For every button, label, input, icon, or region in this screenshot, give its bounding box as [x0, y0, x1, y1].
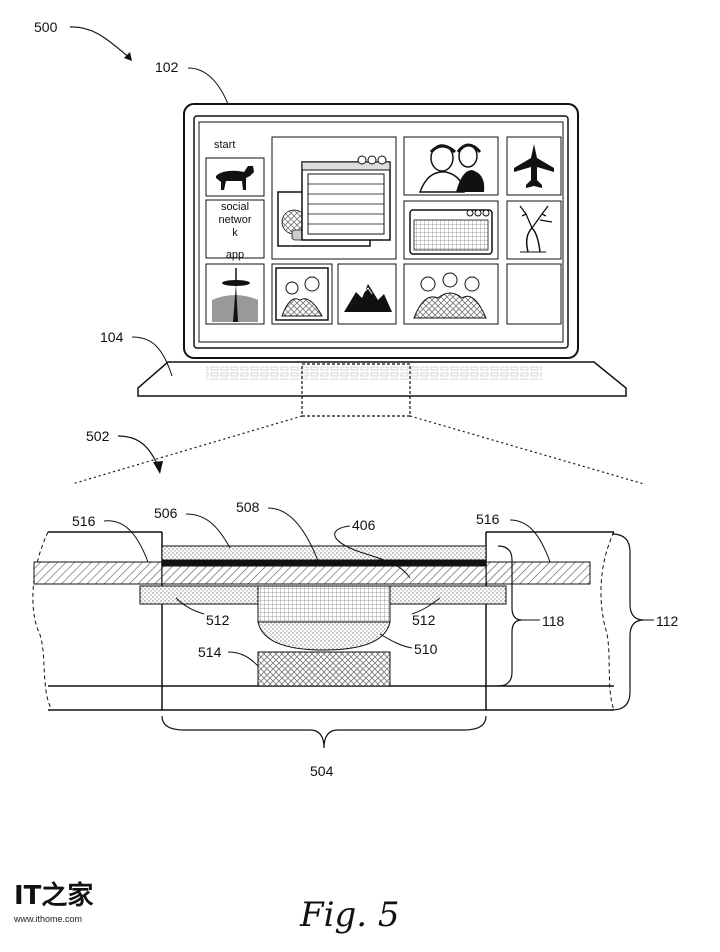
social-app-line-2: networ	[218, 214, 251, 226]
leader-502	[117, 435, 159, 467]
leader-508	[267, 507, 319, 562]
ref-514: 514	[198, 644, 222, 660]
group-photo-icon[interactable]	[403, 263, 499, 325]
leader-512-left	[175, 597, 205, 615]
leader-506	[185, 513, 231, 549]
dome-510	[257, 621, 391, 651]
figure-label: Fig. 5	[299, 895, 399, 935]
ref-102: 102	[155, 59, 179, 75]
ref-500: 500	[34, 19, 58, 35]
layer-516-right	[485, 561, 591, 585]
leader-514	[227, 651, 259, 667]
windows-stack-icon[interactable]	[271, 136, 397, 260]
social-network-app-tile[interactable]: social networ k app	[205, 199, 265, 261]
arrowhead-500	[124, 52, 132, 61]
family-photo-icon[interactable]	[271, 263, 333, 325]
ithome-watermark: IT之家 www.ithome.com	[13, 880, 93, 924]
break-line-left	[32, 531, 53, 711]
start-label: start	[214, 139, 235, 151]
ref-406: 406	[352, 517, 376, 533]
calendar-icon[interactable]	[403, 200, 499, 260]
brace-112	[611, 533, 645, 711]
leader-500	[69, 26, 131, 59]
detail-projection-right	[409, 415, 645, 485]
people-photo-icon[interactable]	[403, 136, 499, 196]
leader-104	[131, 336, 173, 377]
leader-516-right	[509, 519, 551, 563]
airplane-icon[interactable]	[506, 136, 562, 196]
ref-504: 504	[310, 763, 334, 779]
laptop: start social networ k app	[137, 103, 627, 397]
leader-102	[187, 67, 229, 105]
empty-tile[interactable]	[506, 263, 562, 325]
leader-512-right	[411, 597, 441, 615]
detail-projection-left	[71, 415, 303, 485]
ref-512-left: 512	[206, 612, 230, 628]
brace-504	[161, 715, 487, 749]
ref-502: 502	[86, 428, 110, 444]
keyboard	[206, 366, 542, 380]
leader-510	[379, 633, 413, 649]
watermark-logo: IT之家	[14, 880, 93, 911]
ref-508: 508	[236, 499, 260, 515]
dog-icon[interactable]	[205, 157, 265, 197]
ref-118: 118	[542, 613, 565, 629]
watermark-url: www.ithome.com	[13, 914, 82, 924]
layer-516-left	[33, 561, 163, 585]
ref-512-right: 512	[412, 612, 436, 628]
ref-516-right: 516	[476, 511, 500, 527]
social-app-line-1: social	[221, 201, 249, 213]
ref-104: 104	[100, 329, 124, 345]
ref-506: 506	[154, 505, 178, 521]
space-needle-icon[interactable]	[205, 263, 265, 325]
sensor-514	[257, 651, 391, 687]
layer-406	[161, 565, 487, 585]
ref-510: 510	[414, 641, 438, 657]
ref-112: 112	[656, 613, 679, 629]
arrowhead-502	[153, 461, 163, 474]
leader-406	[334, 525, 411, 579]
mountain-icon[interactable]	[337, 263, 397, 325]
layer-508	[161, 559, 487, 567]
actuator-510	[257, 585, 391, 623]
ref-516-left: 516	[72, 513, 96, 529]
social-app-line-3: k	[232, 227, 238, 239]
deer-icon[interactable]	[506, 200, 562, 260]
keycap-506	[161, 545, 487, 561]
leader-516-left	[103, 520, 149, 563]
break-line-right	[600, 531, 615, 711]
social-app-line-4: app	[226, 249, 244, 261]
cross-section	[32, 531, 615, 711]
